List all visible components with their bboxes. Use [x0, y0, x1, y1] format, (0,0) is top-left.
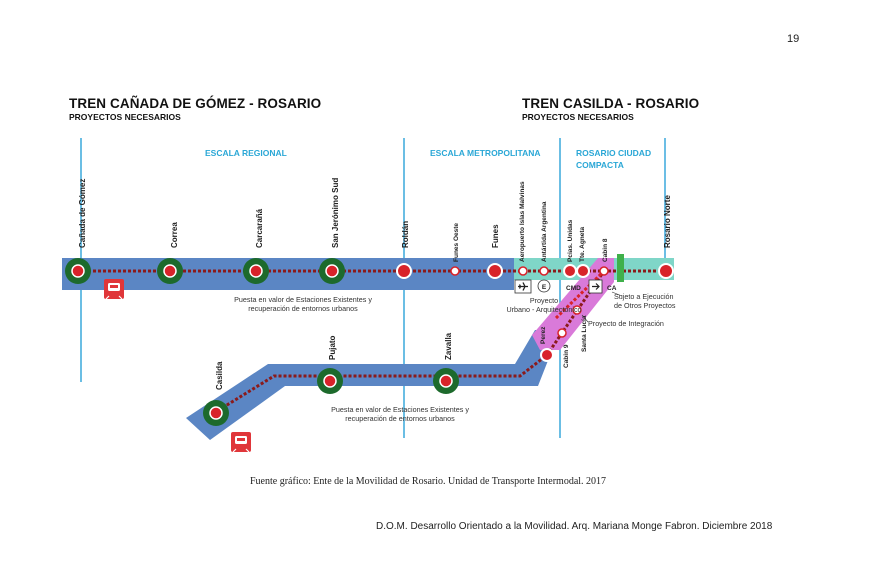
- station-label: Rosario Norte: [663, 195, 672, 248]
- leader-line: [611, 291, 623, 297]
- airplane-icon: [514, 279, 532, 294]
- station-label: Pujato: [328, 335, 337, 360]
- train-icon: [231, 432, 251, 453]
- page-footer: D.O.M. Desarrollo Orientado a la Movilid…: [376, 521, 773, 532]
- leader-line: [581, 314, 589, 323]
- station-aeropuerto: [518, 266, 528, 276]
- lower-note: Puesta en valor de Estaciones Existentes…: [320, 405, 480, 423]
- station-pujato: [317, 368, 343, 394]
- integration-track: [554, 269, 606, 320]
- station-label: Zavalla: [444, 332, 453, 360]
- left-title: TREN CAÑADA DE GÓMEZ - ROSARIO: [69, 96, 322, 111]
- proyecto-note-line2: Urbano - Arquitectónico: [506, 305, 582, 314]
- station-label: Antártida Argentina: [541, 201, 548, 262]
- train-icon: [104, 279, 124, 300]
- page-number: 19: [787, 33, 800, 45]
- left-subtitle: PROYECTOS NECESARIOS: [69, 112, 181, 122]
- upper-note-line2: recuperación de entornos urbanos: [248, 304, 358, 313]
- station-label: San Jerónimo Sud: [331, 178, 340, 248]
- station-label: Tte. Agneta: [579, 226, 586, 262]
- station-label: Pcias. Unidas: [567, 219, 574, 262]
- station-funes: [487, 263, 503, 279]
- station-pcias-unidas: [563, 264, 577, 278]
- station-correa: [157, 258, 183, 284]
- station-san-jeronimo-sud: [319, 258, 345, 284]
- station-casilda: [203, 400, 229, 426]
- station-carcarana: [243, 258, 269, 284]
- station-santa-lucia: [572, 305, 582, 315]
- station-label: Funes: [491, 224, 500, 248]
- station-cabin-9: [557, 328, 567, 338]
- scale-metropolitana: ESCALA METROPOLITANA: [430, 148, 541, 158]
- station-label: Cabin 8: [602, 238, 609, 262]
- sujeto-note-line1: Sujeto a Ejecución: [614, 292, 674, 301]
- scale-regional: ESCALA REGIONAL: [205, 148, 287, 158]
- station-zavalla: [433, 368, 459, 394]
- scale-rosario-2: COMPACTA: [576, 160, 624, 170]
- ca-label: CA: [607, 285, 617, 292]
- e-badge-label: E: [542, 284, 547, 291]
- green-marker: [617, 254, 624, 282]
- station-label: Cañada de Gómez: [78, 179, 87, 248]
- lower-note-line1: Puesta en valor de Estaciones Existentes…: [331, 405, 469, 414]
- station-label: Funes Oeste: [453, 223, 460, 262]
- source-caption: Fuente gráfico: Ente de la Movilidad de …: [250, 476, 607, 487]
- scale-rosario-1: ROSARIO CIUDAD: [576, 148, 652, 158]
- upper-corridor: [62, 258, 514, 290]
- station-label: Correa: [170, 222, 179, 248]
- lower-track: [213, 270, 606, 415]
- right-subtitle: PROYECTOS NECESARIOS: [522, 112, 634, 122]
- sujeto-note-line2: de Otros Proyectos: [614, 301, 676, 310]
- station-label: Roldán: [401, 221, 410, 248]
- station-label: Cabin 9: [563, 344, 570, 368]
- arrow-sign-icon: [588, 279, 603, 294]
- station-tte-agneta: [576, 264, 590, 278]
- station-cabin-8: [599, 266, 609, 276]
- proyecto-note: Proyecto Urbano - Arquitectónico: [494, 296, 594, 314]
- station-label: Santa Lucía: [581, 315, 588, 352]
- station-label: Perez: [540, 326, 547, 344]
- station-label: Carcarañá: [255, 208, 264, 248]
- right-title: TREN CASILDA - ROSARIO: [522, 96, 700, 111]
- integracion-note: Proyecto de Integración: [588, 319, 664, 328]
- lower-note-line2: recuperación de entornos urbanos: [345, 414, 455, 423]
- station-canada-de-gomez: [65, 258, 91, 284]
- cmd-label: CMD: [566, 285, 581, 292]
- station-rosario-norte: [658, 263, 674, 279]
- lower-corridor: [186, 330, 560, 440]
- upper-note-line1: Puesta en valor de Estaciones Existentes…: [234, 295, 372, 304]
- station-label: Casilda: [215, 361, 224, 390]
- proyecto-note-line1: Proyecto: [529, 296, 559, 305]
- station-funes-oeste: [450, 266, 460, 276]
- station-label: Aeropuerto Islas Malvinas: [519, 181, 526, 262]
- upper-note: Puesta en valor de Estaciones Existentes…: [228, 295, 378, 313]
- station-roldan: [396, 263, 412, 279]
- e-badge-icon: E: [537, 279, 551, 293]
- sujeto-note: Sujeto a Ejecución de Otros Proyectos: [614, 292, 676, 310]
- station-antartida: [539, 266, 549, 276]
- station-perez: [540, 348, 554, 362]
